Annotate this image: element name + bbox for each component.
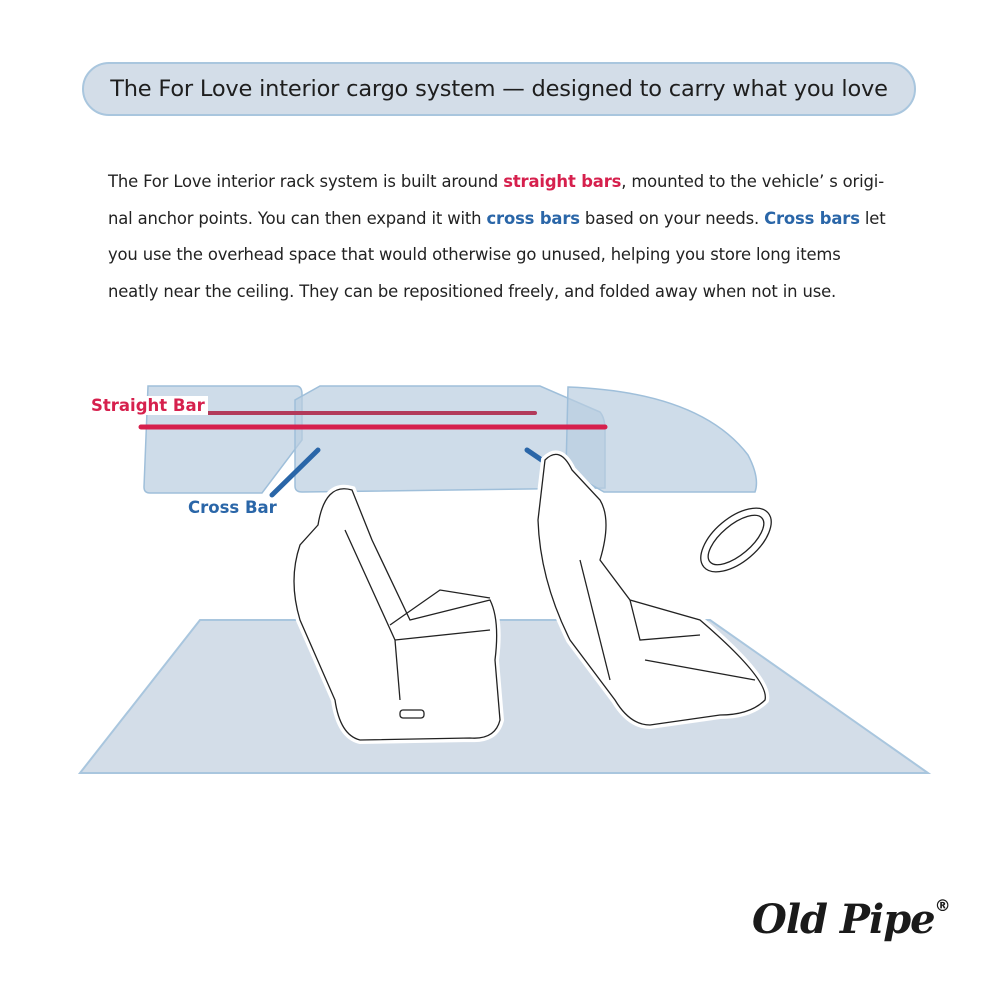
straight-bar-label: Straight Bar <box>88 396 208 415</box>
old-pipe-logo: Old Pipe® <box>752 895 951 943</box>
front-seat <box>533 450 770 730</box>
text: nal anchor points. You can then expand i… <box>108 208 487 228</box>
description-paragraph: The For Love interior rack system is bui… <box>108 164 908 310</box>
highlight-cross-bars: cross bars <box>486 208 580 228</box>
text: based on your needs. <box>579 208 765 228</box>
cross-bar-left <box>269 447 321 498</box>
front-window <box>565 386 758 493</box>
rear-seat <box>290 484 505 745</box>
highlight-cross-bars: Cross bars <box>764 208 860 228</box>
text: , mounted to the vehicle’ s origi- <box>621 172 884 191</box>
text: let <box>859 208 886 228</box>
steering-wheel <box>695 503 777 577</box>
text: neatly near the ceiling. They can be rep… <box>108 281 837 301</box>
window-panels <box>143 385 758 494</box>
floor-panel <box>77 619 932 774</box>
text: you use the overhead space that would ot… <box>108 245 841 264</box>
cross-bar-label: Cross Bar <box>188 498 277 517</box>
text: The For Love interior rack system is bui… <box>108 172 504 191</box>
page-title: The For Love interior cargo system — des… <box>110 76 888 102</box>
highlight-straight-bars: straight bars <box>503 172 622 191</box>
registered-mark: ® <box>934 895 951 915</box>
title-banner: The For Love interior cargo system — des… <box>82 62 916 116</box>
logo-text: Old Pipe <box>752 896 936 943</box>
